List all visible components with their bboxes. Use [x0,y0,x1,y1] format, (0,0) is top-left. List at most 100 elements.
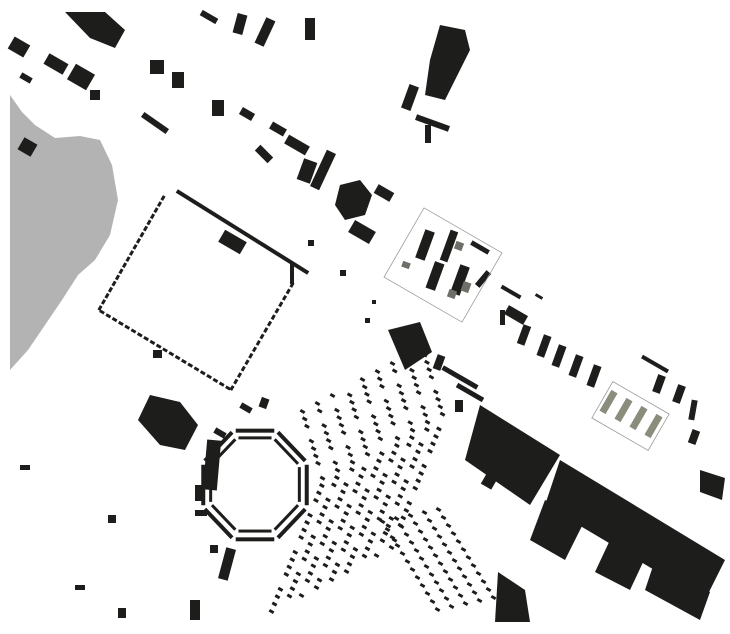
building [43,53,69,75]
house [396,383,403,389]
building [500,284,522,300]
site-outline [383,207,503,323]
house [394,501,401,507]
house [418,441,424,447]
house [435,396,441,402]
house [388,515,395,522]
building [415,114,450,132]
house [325,437,332,444]
house [349,525,356,531]
house [351,407,358,413]
plaza-pillar [118,268,124,275]
house [398,523,405,530]
plaza-pillar [155,343,162,349]
house [289,586,296,592]
house [271,601,278,607]
house [316,408,323,414]
building [365,318,370,323]
industrial-building [530,500,585,560]
building [210,545,218,553]
house [394,472,400,478]
house [382,501,389,507]
ring-building [203,507,234,540]
building [195,485,205,501]
house [409,427,416,433]
house [390,450,397,456]
ring-building [297,467,301,502]
house [340,489,346,495]
ring-building [238,436,272,440]
building [503,305,529,325]
industrial-building [465,405,560,505]
ring-building [304,464,309,506]
plaza-pillar [193,366,200,372]
house [447,576,454,583]
building [551,344,567,368]
house [340,429,347,436]
building [202,439,222,491]
house [337,496,343,502]
house [379,383,385,389]
highlighted-building [446,288,458,300]
house [418,470,425,476]
house [422,536,429,543]
house [379,509,386,515]
ring-building [276,430,307,463]
house [274,594,281,600]
plaza-pillar [229,385,235,391]
plaza-pillar [162,347,168,353]
plaza-pillar [289,282,295,288]
house [322,533,329,539]
house [331,540,338,546]
highlighted-building [599,389,618,415]
house [307,541,314,547]
house [423,427,430,433]
house [372,421,379,427]
house [301,556,308,562]
house [307,570,314,576]
highlighted-building [460,280,472,294]
house [319,475,326,481]
house [456,565,463,572]
house [314,400,321,407]
house [370,413,377,420]
house [443,595,450,602]
house [421,463,428,469]
house [322,562,329,568]
building [516,324,532,346]
plaza-pillar [135,237,142,244]
house [298,592,305,599]
house [427,544,434,551]
house [426,367,433,373]
house [367,538,374,544]
house [301,527,308,533]
plaza-pillar [248,352,254,359]
house [485,586,492,593]
house [384,526,391,533]
house [379,518,386,525]
house [318,483,325,489]
large-building [335,180,372,220]
house [304,520,310,526]
house [298,534,305,540]
house [397,464,403,470]
house [292,549,299,555]
house [385,494,392,500]
house [357,429,364,435]
plaza-pillar [218,381,225,387]
house [431,525,438,532]
house [461,573,468,580]
house [426,517,433,524]
ring-building [273,504,300,531]
highlighted-buildings-layer [383,207,670,451]
house [370,531,377,537]
house [313,584,320,591]
plaza-pillar [107,286,114,293]
site-outline [591,381,670,451]
building [700,470,725,500]
house [389,534,396,541]
house [433,579,440,586]
building [672,384,686,404]
building [7,36,31,58]
house [391,368,398,374]
